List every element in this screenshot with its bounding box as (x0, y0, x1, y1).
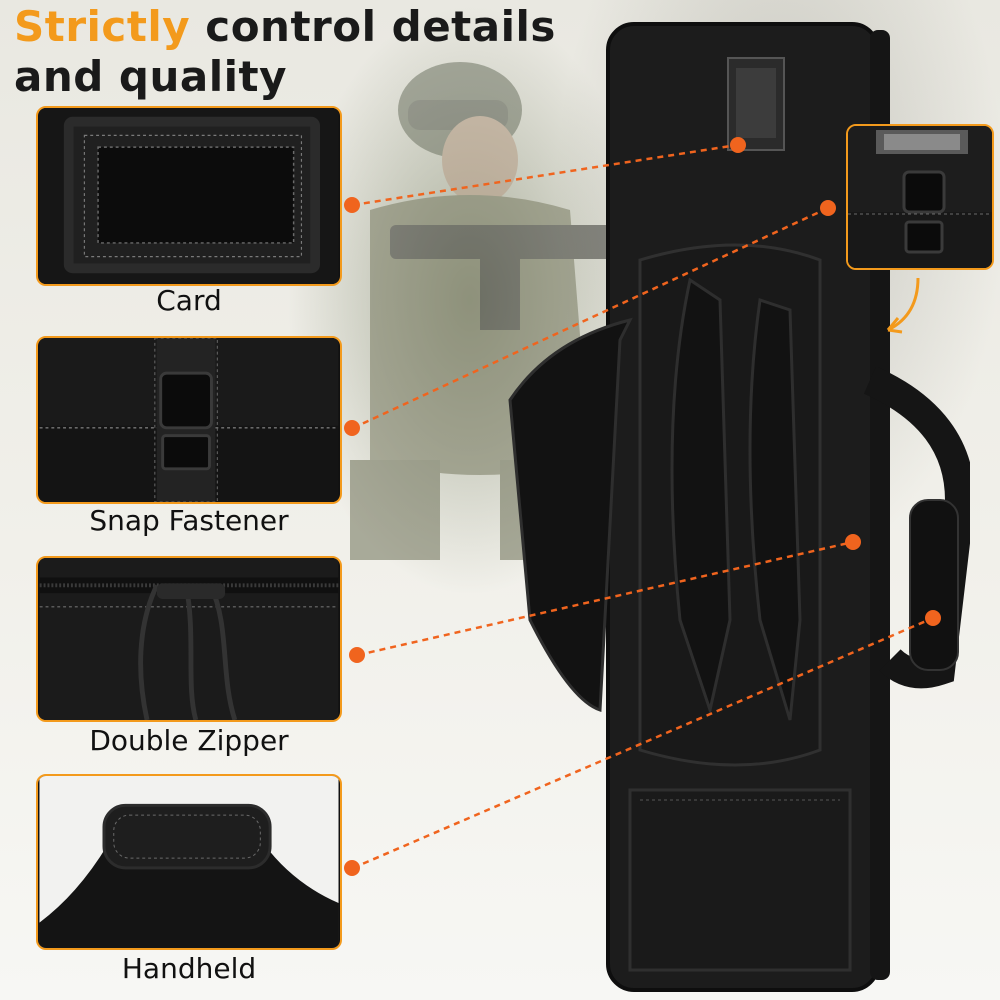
feature-label-snap-fastener: Snap Fastener (89, 504, 289, 537)
headline: Strictly control details and quality (14, 2, 556, 102)
headline-line2: and quality (14, 52, 287, 101)
feature-label-card: Card (156, 284, 222, 317)
headline-line1: control details (190, 2, 556, 51)
headline-accent: Strictly (14, 2, 191, 51)
handheld-handle-photo (39, 776, 339, 948)
buckle-closeup-inset (846, 124, 994, 270)
buckle-closeup-photo (848, 126, 992, 268)
snap-fastener-photo (39, 338, 339, 502)
feature-label-handheld: Handheld (121, 952, 257, 985)
handheld-detail-image (36, 774, 342, 950)
double-zipper-photo (39, 558, 339, 720)
feature-label-double-zipper: Double Zipper (89, 724, 289, 757)
card-detail-image (36, 106, 342, 286)
card-pocket-photo (39, 108, 339, 284)
double-zipper-detail-image (36, 556, 342, 722)
snap-fastener-detail-image (36, 336, 342, 504)
